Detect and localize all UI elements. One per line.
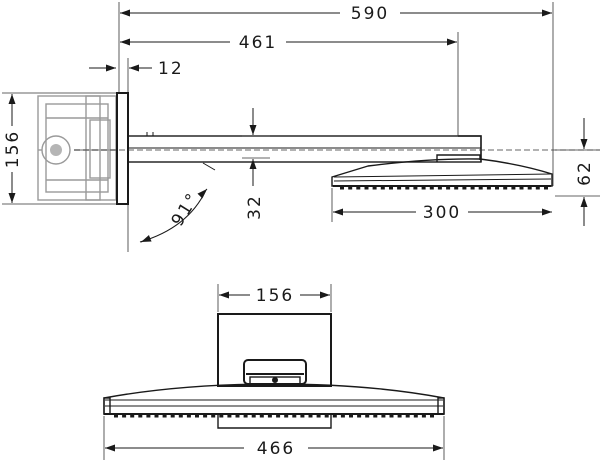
label-300: 300: [423, 203, 461, 223]
nozzle: [251, 415, 256, 418]
nozzle: [227, 415, 232, 418]
label-156-front: 156: [256, 286, 294, 306]
label-466: 466: [257, 439, 295, 459]
dim-arm-length: 461: [120, 32, 459, 136]
nozzle: [478, 187, 483, 190]
shower-head-side: [331, 154, 553, 190]
nozzle: [454, 187, 459, 190]
nozzle: [186, 415, 191, 418]
nozzle: [437, 187, 442, 190]
label-590: 590: [351, 4, 389, 24]
nozzle: [162, 415, 167, 418]
dim-angle: 91°: [127, 162, 216, 252]
nozzle: [421, 415, 426, 418]
nozzle: [219, 415, 224, 418]
nozzle: [495, 187, 499, 190]
nozzle: [373, 415, 378, 418]
dim-head-offset: 32: [242, 108, 270, 220]
nozzle: [470, 187, 475, 190]
nozzle: [284, 415, 289, 418]
nozzle: [389, 415, 394, 418]
nozzle: [348, 187, 353, 190]
nozzle: [380, 187, 385, 190]
connector-front: [243, 359, 307, 385]
dim-head-width: 466: [103, 416, 445, 460]
label-12: 12: [158, 59, 184, 79]
nozzle: [211, 415, 216, 418]
label-91deg: 91°: [168, 189, 204, 230]
nozzle: [535, 187, 540, 190]
wall-plate: [116, 92, 129, 205]
shower-head-front: [103, 383, 445, 429]
nozzle: [364, 187, 369, 190]
nozzle: [130, 415, 135, 418]
nozzle: [511, 187, 516, 190]
nozzle: [114, 415, 118, 418]
nozzle: [430, 415, 434, 418]
nozzle: [332, 415, 337, 418]
label-62: 62: [575, 160, 595, 186]
nozzle: [413, 415, 418, 418]
shower-arm: [127, 132, 482, 163]
label-156-side: 156: [3, 130, 23, 168]
side-view: 590 461 12 156: [2, 2, 600, 252]
nozzle: [243, 415, 248, 418]
label-32: 32: [245, 194, 265, 220]
nozzle: [357, 415, 362, 418]
dim-plate-thickness: 12: [89, 58, 184, 92]
nozzle: [486, 187, 491, 190]
nozzle: [324, 415, 329, 418]
front-view: 156 466: [103, 284, 445, 460]
nozzle: [146, 415, 151, 418]
nozzle: [429, 187, 434, 190]
nozzle: [203, 415, 208, 418]
nozzle: [405, 415, 410, 418]
label-461: 461: [239, 33, 277, 53]
nozzle: [519, 187, 524, 190]
nozzle: [381, 415, 386, 418]
nozzle-row-front: [114, 415, 434, 418]
nozzle: [356, 187, 361, 190]
nozzle: [365, 415, 370, 418]
nozzle: [544, 187, 548, 190]
nozzle: [267, 415, 272, 418]
nozzle: [389, 187, 393, 190]
nozzle-row-side: [340, 187, 548, 190]
concealed-body: [37, 95, 117, 201]
nozzle: [340, 415, 345, 418]
nozzle: [397, 415, 402, 418]
nozzle: [462, 187, 467, 190]
nozzle: [405, 187, 410, 190]
nozzle: [446, 187, 451, 190]
dim-head-height: 62: [555, 118, 600, 226]
nozzle: [276, 415, 281, 418]
nozzle: [503, 187, 508, 190]
wall-plate-front: [217, 313, 332, 387]
nozzle: [397, 187, 402, 190]
dim-total-length: 590: [118, 2, 554, 186]
nozzle: [178, 415, 183, 418]
nozzle: [372, 187, 377, 190]
nozzle: [154, 415, 159, 418]
nozzle: [527, 187, 532, 190]
nozzle: [292, 415, 297, 418]
dim-plate-width: 156: [217, 284, 332, 312]
nozzle: [259, 415, 264, 418]
nozzle: [413, 187, 418, 190]
nozzle: [340, 187, 344, 190]
nozzle: [122, 415, 127, 418]
nozzle: [421, 187, 426, 190]
nozzle: [235, 415, 240, 418]
nozzle: [316, 415, 321, 418]
nozzle: [195, 415, 199, 418]
nozzle: [170, 415, 175, 418]
dim-plate-height: 156: [2, 92, 116, 205]
nozzle: [138, 415, 143, 418]
nozzle: [300, 415, 305, 418]
nozzle: [349, 415, 353, 418]
dim-head-depth: 300: [331, 188, 552, 223]
nozzle: [308, 415, 313, 418]
